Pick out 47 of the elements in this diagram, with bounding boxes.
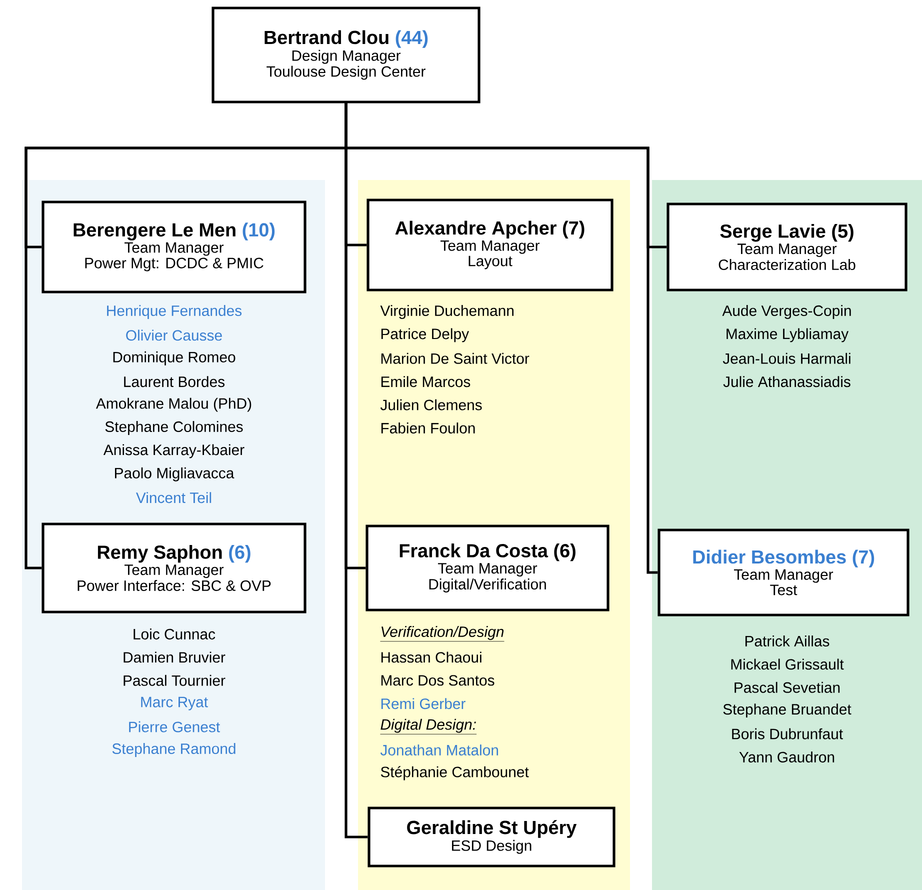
member-name: Jean-Louis Harmali	[722, 352, 850, 364]
member-name: Stephane Colomines	[105, 421, 243, 435]
member-name: Marc Dos Santos	[381, 675, 494, 686]
member-name: Amokrane Malou (PhD)	[96, 398, 252, 412]
connector-line	[344, 103, 368, 838]
subgroup-heading: Digital Design:	[380, 718, 477, 734]
member-name: Pierre Genest	[129, 721, 220, 732]
member-name: Mickael Grissault	[731, 658, 844, 670]
member-name: Paolo Migliavacca	[115, 467, 234, 482]
member-name: Hassan Chaoui	[381, 652, 482, 663]
member-name: Stephane Bruandet	[723, 704, 852, 718]
member-name: Vincent Teil	[136, 492, 212, 504]
member-name: Pascal Tournier	[124, 674, 226, 686]
member-name: Aude Verges-Copin	[722, 305, 851, 319]
member-name: Julie Athanassiadis	[723, 376, 850, 388]
member-name: Marc Ryat	[141, 696, 208, 710]
member-name: Patrick Aillas	[745, 636, 830, 646]
member-name: Olivier Causse	[126, 330, 222, 341]
manager-box: Franck Da Costa (6) Team Manager Digital/Verification	[366, 524, 610, 612]
member-name: Damien Bruvier	[124, 652, 226, 663]
manager-box: Serge Lavie (5) Team Manager Characterization Lab	[666, 202, 908, 292]
manager-box: Remy Saphon (6) Team Manager Power Interface: SBC & OVP	[42, 522, 306, 614]
member-name: Loic Cunnac	[134, 628, 216, 640]
subgroup-heading: Verification/Design	[380, 626, 504, 642]
member-name: Remi Gerber	[381, 698, 466, 710]
member-name: Patrice Delpy	[381, 328, 470, 342]
member-name: Maxime Lybliamay	[726, 328, 849, 342]
member-name: Jonathan Matalon	[380, 744, 498, 756]
member-name: Marion De Saint Victor	[381, 352, 530, 364]
member-name: Boris Dubrunfaut	[732, 728, 843, 740]
manager-box: Didier Besombes (7) Team Manager Test	[658, 528, 910, 616]
manager-box: Alexandre Apcher (7) Team Manager Layout	[366, 198, 614, 292]
member-name: Stephane Ramond	[112, 743, 236, 757]
member-name: Virginie Duchemann	[380, 305, 514, 319]
manager-box: Bertrand Clou (44) Design Manager Toulouse Design Center	[212, 6, 480, 104]
member-name: Julien Clemens	[380, 399, 482, 410]
manager-box: Geraldine St Upéry ESD Design	[368, 806, 616, 868]
member-name: Henrique Fernandes	[107, 305, 242, 319]
member-name: Yann Gaudron	[739, 752, 834, 762]
manager-box: Berengere Le Men (10) Team Manager Power Mgt: DCDC & PMIC	[42, 200, 306, 294]
member-name: Laurent Bordes	[124, 376, 225, 388]
member-name: Fabien Foulon	[381, 422, 475, 434]
member-name: Pascal Sevetian	[734, 682, 840, 693]
member-name: Anissa Karray-Kbaier	[103, 444, 244, 458]
member-name: Emile Marcos	[381, 376, 470, 388]
member-name: Stéphanie Cambounet	[380, 766, 529, 780]
member-name: Dominique Romeo	[113, 351, 236, 366]
